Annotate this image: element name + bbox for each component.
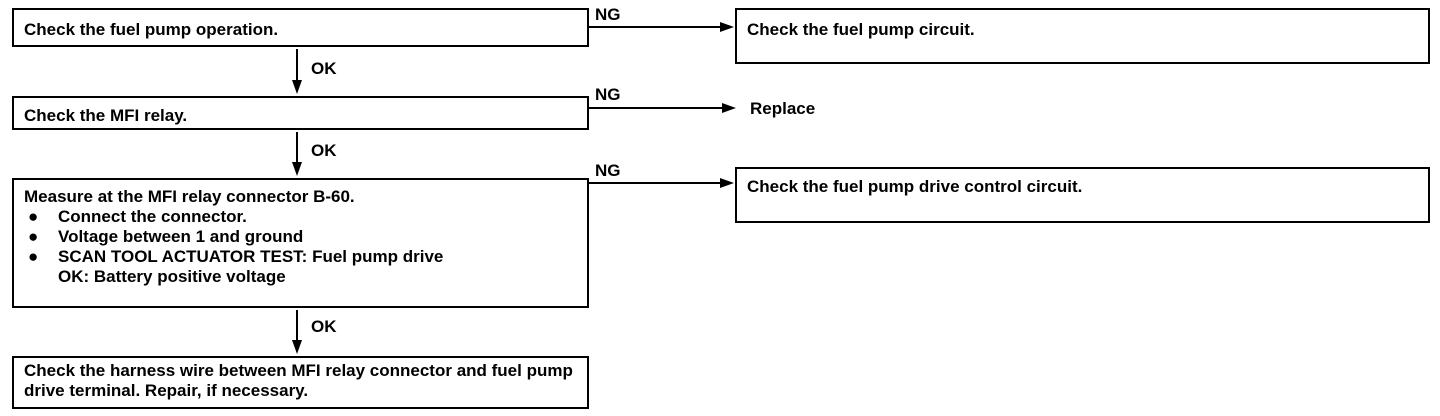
- step-3-bullet-list: ●Connect the connector. ●Voltage between…: [24, 207, 577, 267]
- scan-tool-value: Fuel pump drive: [307, 247, 444, 266]
- ok-criterion: OK: Battery positive voltage: [24, 267, 577, 287]
- ok-arrowhead-1: [292, 80, 302, 94]
- bullet-item: ●Voltage between 1 and ground: [28, 227, 304, 246]
- step-check-mfi-relay: Check the MFI relay.: [12, 96, 589, 130]
- step-1-text: Check the fuel pump operation.: [24, 20, 279, 39]
- bullet-item: ●Connect the connector.: [28, 207, 247, 226]
- ok-label: OK: [311, 141, 337, 160]
- bullet-icon: ●: [28, 247, 39, 266]
- ng-label: NG: [595, 161, 621, 180]
- ng-arrowhead-3: [720, 178, 734, 188]
- step-4-text: Check the harness wire between MFI relay…: [24, 361, 573, 400]
- ok-arrowhead-2: [292, 162, 302, 176]
- ok-label: OK: [311, 59, 337, 78]
- step-2-text: Check the MFI relay.: [24, 106, 188, 125]
- ok-criterion-label: OK:: [58, 267, 90, 286]
- scan-tool-label: SCAN TOOL ACTUATOR TEST:: [58, 247, 308, 266]
- bullet-item: ● SCAN TOOL ACTUATOR TEST: Fuel pump driv…: [24, 247, 577, 267]
- ng-arrowhead-1: [720, 22, 734, 32]
- step-check-fuel-pump-operation: Check the fuel pump operation.: [12, 8, 589, 47]
- result-3-text: Check the fuel pump drive control circui…: [747, 177, 1083, 196]
- ng-arrowhead-2: [722, 103, 736, 113]
- bullet-icon: ●: [28, 227, 39, 246]
- result-check-fuel-pump-circuit: Check the fuel pump circuit.: [735, 8, 1430, 64]
- ng-label: NG: [595, 5, 621, 24]
- ng-label: NG: [595, 85, 621, 104]
- ok-criterion-value: Battery positive voltage: [89, 267, 286, 286]
- bullet-icon: ●: [28, 207, 39, 226]
- result-check-drive-control-circuit: Check the fuel pump drive control circui…: [735, 167, 1430, 223]
- ok-arrowhead-3: [292, 340, 302, 354]
- step-check-harness-wire: Check the harness wire between MFI relay…: [12, 356, 589, 409]
- step-measure-relay-connector: Measure at the MFI relay connector B-60.…: [12, 178, 589, 308]
- result-1-text: Check the fuel pump circuit.: [747, 20, 975, 39]
- result-replace: Replace: [750, 99, 816, 118]
- ok-label: OK: [311, 317, 337, 336]
- step-3-title: Measure at the MFI relay connector B-60.: [24, 187, 355, 206]
